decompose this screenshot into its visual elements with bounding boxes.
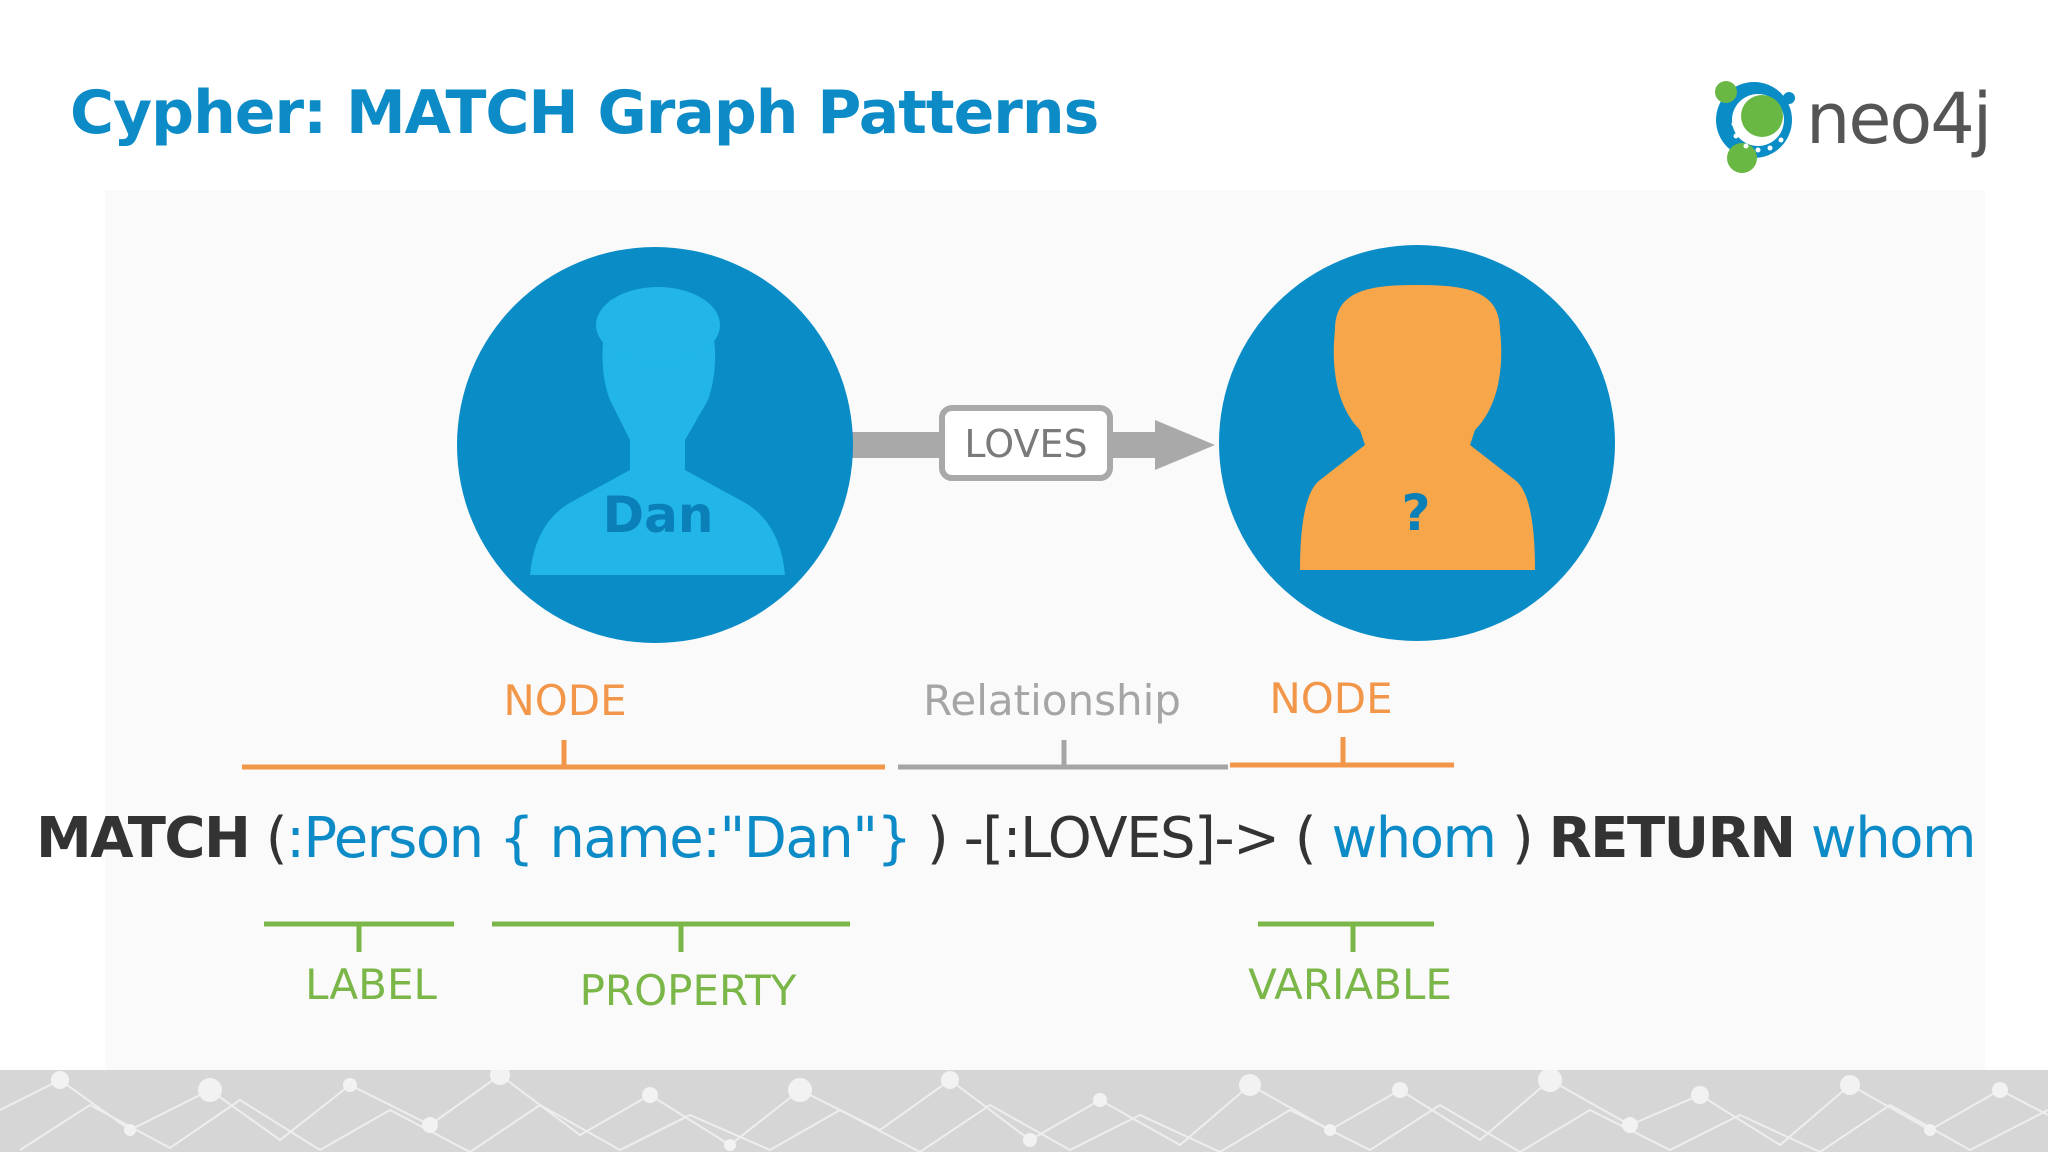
- slide-title: Cypher: MATCH Graph Patterns: [70, 78, 1099, 148]
- relationship-arrow: LOVES: [845, 405, 1215, 481]
- query-label: :Person: [286, 806, 484, 871]
- query-property: { name:"Dan"}: [498, 806, 912, 871]
- close-paren: ): [1511, 806, 1534, 871]
- person-silhouette-icon: [530, 287, 785, 575]
- cypher-query: MATCH (:Person { name:"Dan"} ) -[:LOVES]…: [36, 806, 1977, 871]
- open-paren: (: [265, 806, 288, 871]
- variable-annotation: VARIABLE: [1248, 960, 1452, 1009]
- property-annotation: PROPERTY: [579, 966, 797, 1015]
- query-relationship: ) -[:LOVES]-> (: [926, 806, 1317, 871]
- target-node: ?: [1219, 245, 1615, 641]
- node-left-annotation: NODE: [503, 676, 627, 725]
- match-keyword: MATCH: [36, 806, 251, 871]
- node-right-annotation: NODE: [1269, 674, 1393, 723]
- network-pattern-footer: [0, 1070, 2048, 1152]
- person-silhouette-icon: [1300, 285, 1535, 570]
- neo4j-logo: [1715, 81, 1795, 173]
- relationship-annotation: Relationship: [923, 676, 1181, 725]
- relationship-type-label: LOVES: [964, 422, 1087, 466]
- query-variable: whom: [1331, 806, 1497, 871]
- return-keyword: RETURN: [1548, 806, 1797, 871]
- logo-text: neo4j: [1806, 78, 1992, 160]
- label-annotation: LABEL: [305, 960, 437, 1009]
- target-node-name: ?: [1401, 484, 1430, 542]
- return-variable: whom: [1810, 806, 1977, 871]
- source-node: Dan: [457, 247, 853, 643]
- source-node-name: Dan: [603, 486, 714, 544]
